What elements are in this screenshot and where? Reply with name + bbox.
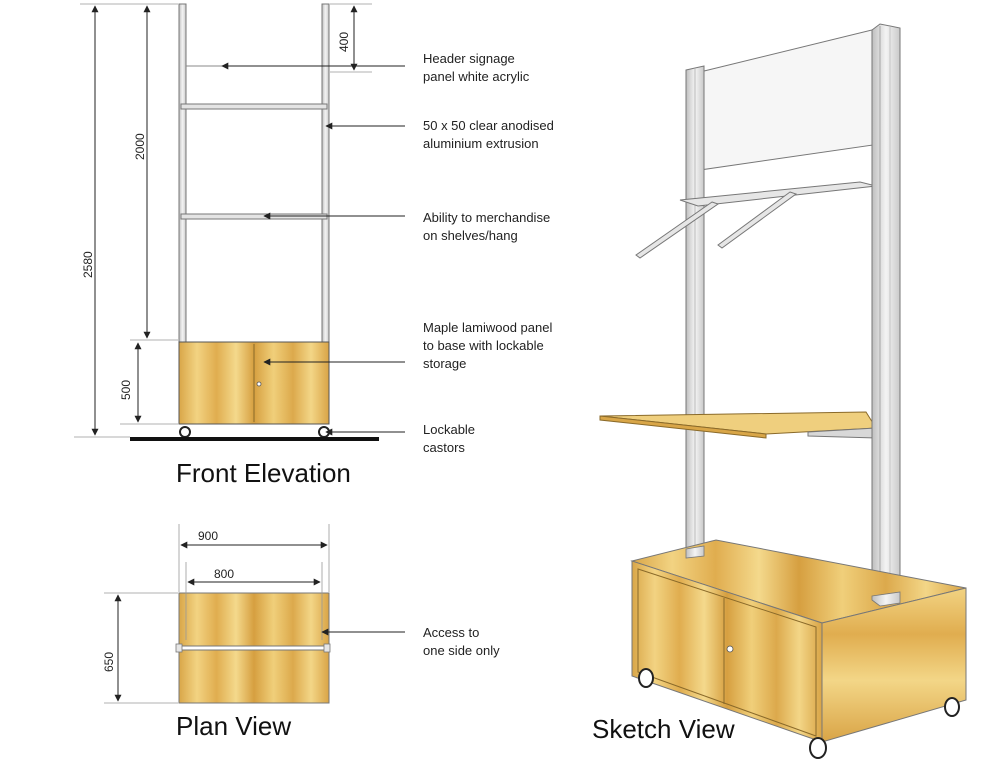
callout-castors: Lockable castors [423, 421, 475, 457]
plan-left-post [175, 643, 183, 653]
callout-access-line-2: one side only [423, 643, 500, 658]
callout-panel-line-3: storage [423, 356, 467, 371]
callout-merchandise-line-1: Ability to merchandise [423, 210, 551, 225]
sketch-header-panel [699, 27, 881, 171]
sketch-rail-arm-right [717, 191, 798, 249]
sketch-view [599, 23, 967, 759]
callout-castors-line-1: Lockable [423, 422, 476, 437]
callout-header-line-1: Header signage [423, 51, 515, 66]
title-sketch-view: Sketch View [592, 714, 735, 744]
plan-top-panel [178, 592, 330, 647]
callout-panel-line-2: to base with lockable [423, 338, 544, 353]
floor-line [130, 437, 379, 441]
title-front-elevation: Front Elevation [176, 458, 351, 488]
dim-base-height-label: 500 [119, 380, 133, 400]
callout-header: Header signage panel white acrylic [423, 50, 529, 86]
sketch-castor-front-left [638, 668, 654, 688]
plan-view: 900 800 650 [102, 524, 405, 704]
upper-shelf [180, 103, 328, 110]
callout-panel-line-1: Maple lamiwood panel [423, 320, 553, 335]
dim-inner-width-label: 800 [214, 567, 234, 581]
sketch-cabinet-doors [637, 568, 817, 737]
sketch-lock-icon [726, 645, 734, 653]
plan-bottom-panel [178, 649, 330, 704]
callout-access-line-1: Access to [423, 625, 480, 640]
sketch-right-upright [871, 23, 901, 607]
sketch-castor-front-right [809, 737, 827, 759]
sketch-rail-arm-left [635, 201, 720, 259]
dim-depth-label: 650 [102, 652, 116, 672]
sketch-castor-back-right [944, 697, 960, 717]
right-upright [321, 3, 330, 343]
plan-right-post [323, 643, 331, 653]
sketch-shelf-edge [599, 415, 767, 439]
callout-castors-line-2: castors [423, 440, 465, 455]
dim-total-height-label: 2580 [81, 251, 95, 278]
callout-merchandise: Ability to merchandise on shelves/hang [423, 209, 550, 245]
dim-outer-width-label: 900 [198, 529, 218, 543]
sketch-cabinet-side [821, 587, 967, 743]
callout-merchandise-line-2: on shelves/hang [423, 228, 518, 243]
callout-extrusion-line-1: 50 x 50 clear anodised [423, 118, 554, 133]
dim-frame-height-label: 2000 [133, 133, 147, 160]
left-castor [179, 426, 191, 438]
callout-access: Access to one side only [423, 624, 500, 660]
dim-header-height-label: 400 [337, 32, 351, 52]
front-elevation: 2580 2000 500 400 [74, 3, 405, 441]
callout-panel: Maple lamiwood panel to base with lockab… [423, 319, 552, 373]
callout-extrusion-line-2: aluminium extrusion [423, 136, 539, 151]
lock-icon [256, 381, 262, 387]
callout-extrusion: 50 x 50 clear anodised aluminium extrusi… [423, 117, 554, 153]
callout-header-line-2: panel white acrylic [423, 69, 530, 84]
title-plan-view: Plan View [176, 711, 292, 741]
left-upright [178, 3, 187, 343]
